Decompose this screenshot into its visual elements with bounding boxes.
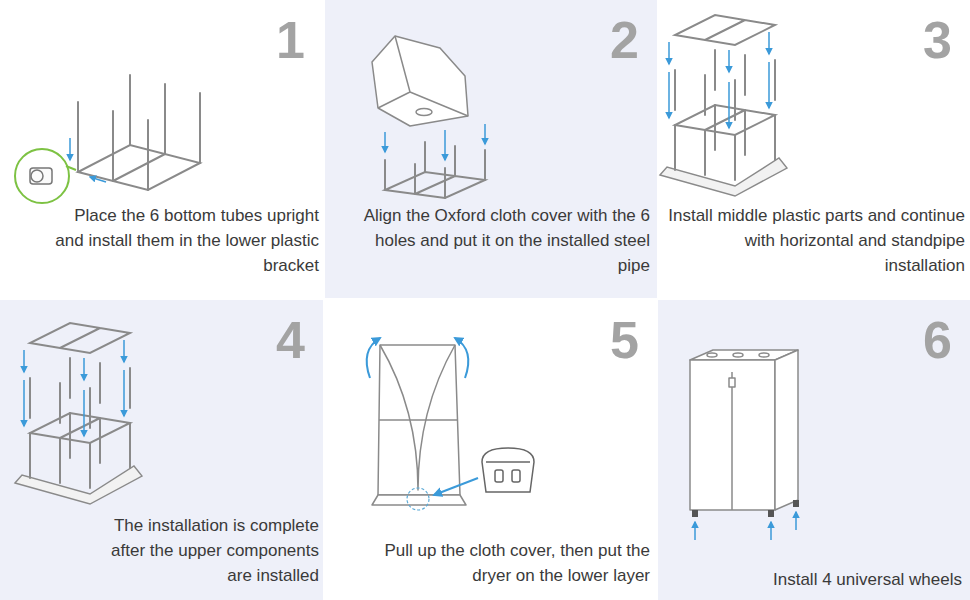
step-number: 2: [610, 14, 639, 66]
step-number: 5: [610, 314, 639, 366]
step-caption: Install middle plastic parts and continu…: [660, 203, 965, 278]
step-number: 6: [923, 314, 952, 366]
step-caption: Install 4 universal wheels: [773, 567, 962, 592]
step-number: 1: [276, 14, 305, 66]
step-panel: 2Align the Oxford cloth cover with the 6…: [325, 0, 657, 298]
step-caption: Pull up the cloth cover, then put the dr…: [350, 538, 650, 588]
step-caption: The installation is complete after the u…: [89, 513, 319, 588]
step-panel: 5Pull up the cloth cover, then put the d…: [325, 300, 657, 600]
step-panel: 1Place the 6 bottom tubes upright and in…: [0, 0, 323, 298]
step-panel: 4The installation is complete after the …: [0, 300, 323, 600]
step-caption: Place the 6 bottom tubes upright and ins…: [44, 203, 319, 278]
step-number: 3: [923, 14, 952, 66]
step-caption: Align the Oxford cloth cover with the 6 …: [350, 203, 650, 278]
step-panel: 6Install 4 universal wheels: [658, 300, 970, 600]
step-number: 4: [276, 314, 305, 366]
step-panel: 3Install middle plastic parts and contin…: [658, 0, 970, 298]
